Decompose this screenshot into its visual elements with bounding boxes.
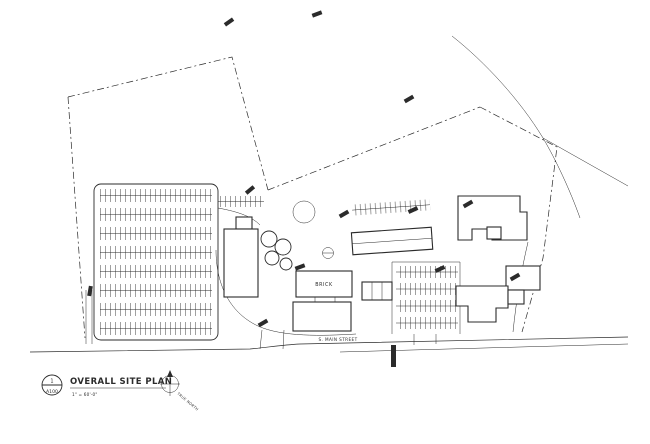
drawing-scale: 1" = 60'-0" bbox=[72, 392, 98, 397]
parking-row bbox=[100, 189, 212, 335]
parking-lot-west bbox=[85, 183, 219, 344]
parking-row-north-center bbox=[218, 196, 264, 207]
titleblock: 1 A100 OVERALL SITE PLAN 1" = 60'-0" bbox=[41, 374, 172, 397]
brick-building-label: BRICK bbox=[315, 282, 333, 288]
building-south-center bbox=[292, 296, 352, 332]
tank-circles bbox=[260, 230, 293, 271]
brick-building: BRICK bbox=[295, 270, 353, 298]
drawing-title: OVERALL SITE PLAN bbox=[70, 377, 172, 387]
main-street: S. MAIN STREET bbox=[29, 336, 629, 367]
detail-bubble: 1 A100 bbox=[41, 374, 63, 396]
sheet-number: A100 bbox=[46, 389, 58, 395]
property-boundary bbox=[67, 56, 558, 339]
water-tank-circle bbox=[292, 200, 316, 224]
parking-row-warehouse bbox=[351, 199, 431, 216]
detail-number: 1 bbox=[50, 379, 53, 385]
internal-loop-drive bbox=[215, 207, 437, 350]
building-center-west bbox=[223, 216, 259, 298]
street-label: S. MAIN STREET bbox=[318, 337, 357, 342]
building-mid-small bbox=[361, 281, 393, 301]
driveway-marker bbox=[391, 345, 396, 367]
parking-lot-east bbox=[391, 261, 461, 334]
building-east-lower bbox=[455, 265, 541, 323]
building-east-upper bbox=[457, 195, 528, 241]
true-north-label: TRUE NORTH bbox=[176, 391, 200, 412]
detail-callout bbox=[322, 247, 334, 259]
warehouse-building bbox=[350, 226, 434, 256]
